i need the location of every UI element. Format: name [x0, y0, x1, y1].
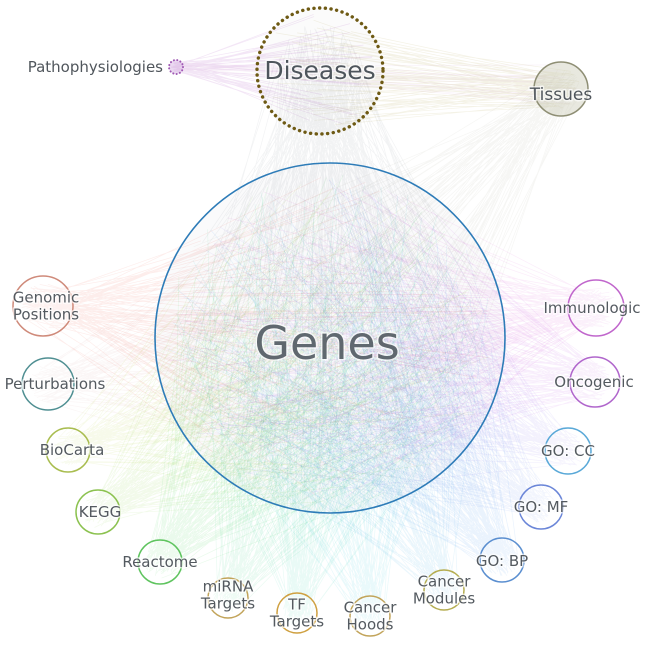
node-go-cc-label-line: GO: CC — [541, 442, 595, 460]
node-go-mf[interactable] — [518, 484, 564, 530]
node-tf-targets-label-line: TF — [287, 596, 306, 614]
node-oncogenic-label-line: Oncogenic — [554, 373, 633, 391]
node-pathophysiologies-label: Pathophysiologies — [28, 58, 163, 76]
node-cancer-modules-label-line: Cancer — [418, 573, 472, 591]
edge-bundle-pathophysiologies-tissues — [170, 61, 582, 104]
edge-bundle-cancer-modules-genes — [179, 177, 489, 605]
node-tf-targets-label-line: Targets — [269, 613, 324, 631]
node-immunologic[interactable] — [567, 279, 625, 337]
node-go-bp-label-line: GO: BP — [476, 552, 528, 570]
node-go-bp-label: GO: BP — [476, 552, 528, 570]
edge-bundle-go-mf-genes — [167, 208, 556, 523]
node-go-cc-label: GO: CC — [541, 442, 595, 460]
node-cancer-hoods[interactable] — [349, 595, 391, 637]
node-kegg-label: KEGG — [79, 503, 122, 521]
node-genes-label-line: Genes — [254, 316, 399, 370]
edge-bundle-go-cc-genes — [174, 176, 585, 493]
node-biocarta-label-line: BioCarta — [40, 441, 105, 459]
node-immunologic-label-line: Immunologic — [543, 299, 640, 317]
node-cancer-modules-label-line: Modules — [413, 590, 476, 608]
node-oncogenic[interactable] — [569, 356, 621, 408]
nodes-layer — [12, 6, 625, 637]
edge-bundle-cancer-hoods-genes — [184, 186, 485, 630]
edge-bundle-biocarta-genes — [51, 184, 476, 492]
node-tissues[interactable] — [533, 61, 589, 117]
node-reactome[interactable] — [137, 539, 183, 585]
edge-bundle-oncogenic-genes — [168, 186, 613, 485]
node-perturbations-label-line: Perturbations — [5, 375, 106, 393]
node-mirna-targets-label-line: miRNA — [203, 578, 254, 596]
node-perturbations-label: Perturbations — [5, 375, 106, 393]
node-cancer-modules[interactable] — [423, 569, 465, 611]
node-diseases[interactable] — [255, 6, 385, 136]
edge-bundle-genomic-positions-genes — [21, 177, 490, 495]
node-perturbations[interactable] — [21, 357, 75, 411]
node-diseases-label: Diseases — [264, 56, 375, 85]
node-oncogenic-label: Oncogenic — [554, 373, 633, 391]
node-tissues-label-line: Tissues — [529, 85, 593, 105]
node-genes[interactable] — [154, 162, 506, 514]
node-mirna-targets-label-line: Targets — [200, 595, 255, 613]
node-biocarta-label: BioCarta — [40, 441, 105, 459]
node-cancer-hoods-label-line: Hoods — [347, 616, 394, 634]
edge-bundle-tf-targets-genes — [176, 189, 473, 628]
edge-bundle-go-bp-genes — [173, 179, 519, 576]
node-pathophysiologies-label-line: Pathophysiologies — [28, 58, 163, 76]
node-reactome-label: Reactome — [122, 553, 197, 571]
node-mirna-targets[interactable] — [207, 577, 249, 619]
edge-bundle-immunologic-genes — [167, 187, 617, 500]
node-go-mf-label-line: GO: MF — [514, 498, 569, 516]
node-immunologic-label: Immunologic — [543, 299, 640, 317]
node-go-mf-label: GO: MF — [514, 498, 569, 516]
node-pathophysiologies[interactable] — [168, 59, 184, 75]
edge-bundle-pathophysiologies-diseases — [170, 14, 373, 124]
edge-bundle-tissues-diseases — [272, 19, 581, 126]
node-kegg[interactable] — [75, 489, 121, 535]
node-genes-label: Genes — [254, 316, 399, 370]
edge-bundle-perturbations-genes — [29, 190, 478, 485]
edge-bundle-reactome-genes — [144, 174, 482, 579]
node-go-cc[interactable] — [544, 427, 592, 475]
node-genomic-positions-label-line: Genomic — [13, 289, 80, 307]
node-tissues-label: Tissues — [529, 85, 593, 105]
node-kegg-label-line: KEGG — [79, 503, 122, 521]
node-reactome-label-line: Reactome — [122, 553, 197, 571]
labels-layer: Genes Diseases PathophysiologiesTissuesGen… — [3, 55, 642, 636]
node-genomic-positions[interactable] — [12, 275, 74, 337]
node-biocarta[interactable] — [45, 427, 91, 473]
node-diseases-label-line: Diseases — [264, 56, 375, 85]
edge-bundle-kegg-genes — [84, 182, 489, 528]
edge-bundle-mirna-targets-genes — [202, 185, 493, 613]
node-cancer-hoods-label-line: Cancer — [344, 599, 398, 617]
node-go-bp[interactable] — [479, 537, 525, 583]
node-tf-targets[interactable] — [276, 592, 318, 634]
node-genomic-positions-label-line: Positions — [13, 306, 79, 324]
